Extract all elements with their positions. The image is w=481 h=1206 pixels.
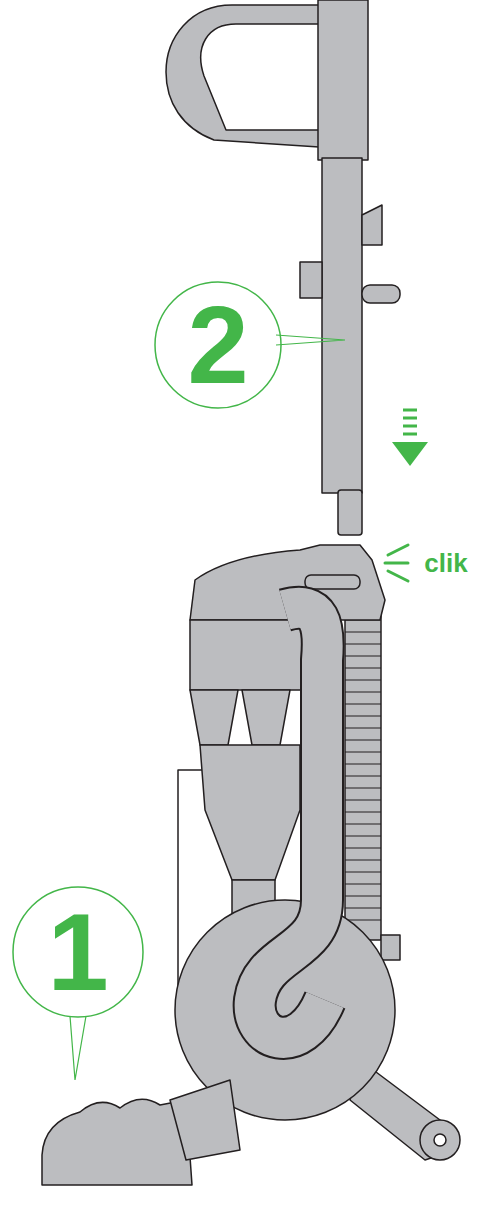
arrow-head bbox=[392, 442, 428, 466]
cyclone-cone-left bbox=[190, 690, 238, 745]
spine-ribs bbox=[345, 620, 381, 920]
wand-shaft bbox=[322, 158, 362, 493]
callout-number: 1 bbox=[13, 887, 143, 1017]
callout-number: 2 bbox=[155, 282, 281, 408]
wand-clip bbox=[362, 205, 382, 245]
hose bbox=[255, 608, 325, 1038]
callout-circle bbox=[13, 887, 143, 1017]
cyclone-cone-right bbox=[242, 690, 290, 745]
rear-wheel-hub bbox=[434, 1134, 446, 1146]
wand bbox=[166, 0, 400, 535]
click-strokes bbox=[385, 545, 408, 581]
spine bbox=[345, 600, 381, 940]
wand-catch bbox=[362, 285, 400, 303]
hose-outline bbox=[255, 608, 325, 1038]
rear-wheel bbox=[420, 1120, 460, 1160]
wand-tip bbox=[338, 490, 362, 535]
wand-button bbox=[300, 262, 322, 298]
rear-bracket bbox=[381, 935, 400, 960]
leader-line bbox=[70, 1016, 86, 1080]
head-neck bbox=[170, 1080, 240, 1160]
wand-upper bbox=[318, 0, 368, 160]
callout-circle bbox=[155, 282, 281, 408]
cleaner-head bbox=[42, 1099, 192, 1185]
carry-catch bbox=[305, 575, 360, 589]
sound-label: clik bbox=[414, 548, 478, 578]
cyclone-top bbox=[190, 620, 305, 690]
callouts bbox=[13, 282, 428, 1080]
vacuum-body bbox=[42, 545, 460, 1185]
leader-line bbox=[276, 335, 345, 345]
arrow-dashes bbox=[403, 410, 417, 434]
shroud bbox=[200, 745, 300, 880]
